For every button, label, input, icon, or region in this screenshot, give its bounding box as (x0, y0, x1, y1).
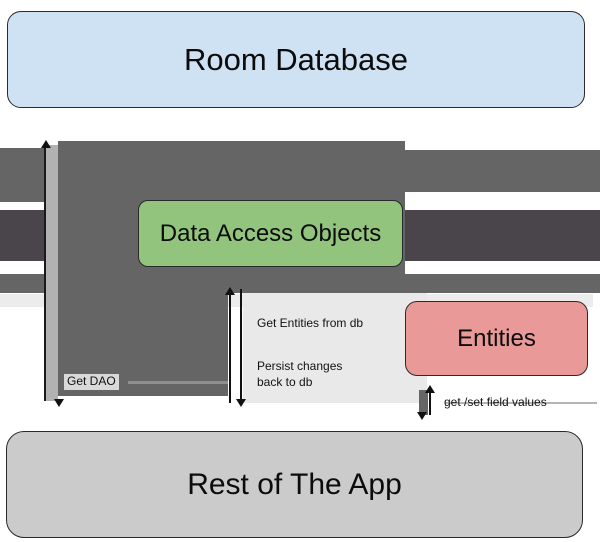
getset-connector-line (445, 402, 597, 404)
arrow-line-up (229, 289, 231, 403)
room-database-label: Room Database (183, 41, 408, 77)
get-set-fields-label: get /set field values (444, 395, 547, 409)
entities-box: Entities (405, 301, 588, 376)
data-access-objects-label: Data Access Objects (159, 219, 382, 247)
get-dao-wide-arrow (44, 145, 58, 401)
data-access-objects-box: Data Access Objects (138, 200, 403, 267)
get-dao-label: Get DAO (64, 374, 119, 390)
arrowhead-down-icon (236, 399, 246, 407)
dark-connector-lobe (58, 141, 228, 396)
get-dao-connector-line (128, 381, 228, 384)
arrow-line-down (240, 289, 242, 403)
rest-of-app-box: Rest of The App (6, 431, 583, 538)
arrowhead-down-icon (54, 399, 64, 407)
arrow-line-mini (429, 388, 431, 415)
light-panel (243, 293, 427, 403)
arrowhead-up-icon (41, 140, 51, 148)
arrowhead-down-icon (417, 412, 427, 420)
arrowhead-up-icon (425, 385, 435, 393)
arrowhead-up-icon (225, 287, 235, 295)
band-medium-right (405, 150, 600, 192)
entities-label: Entities (457, 324, 536, 352)
getset-wide-arrow (419, 390, 428, 415)
rest-of-app-label: Rest of The App (187, 467, 402, 501)
band-medium-left (0, 148, 44, 202)
get-entities-label: Get Entities from db (257, 316, 364, 330)
room-database-box: Room Database (7, 11, 585, 108)
persist-changes-label: Persist changes back to db (257, 359, 343, 389)
